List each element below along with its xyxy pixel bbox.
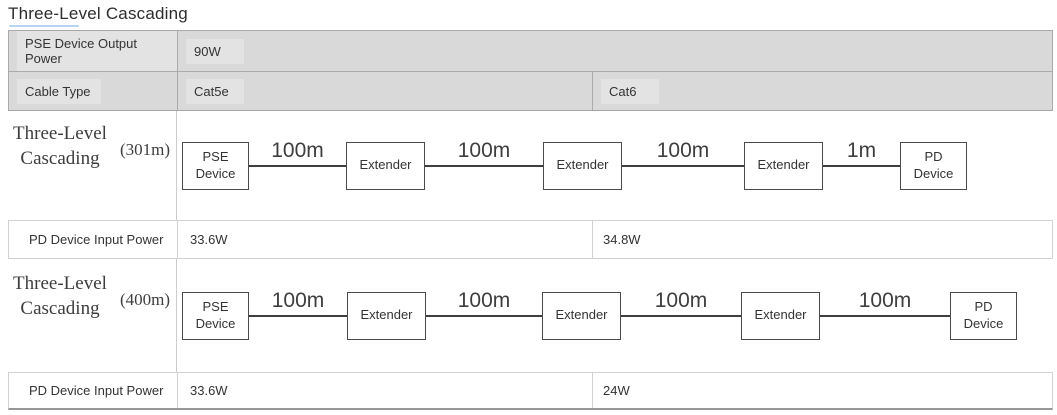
pd-input-400-cat5e-value: 33.6W [178,373,593,408]
cascade-400-label-line2: Cascading [20,297,100,319]
cascade-301-length: (301m) [120,139,171,159]
cascade-400-label: Three-Level Cascading (400m) [0,272,170,321]
cable-segment: 100m [249,138,346,190]
cable-length-label: 100m [271,288,325,312]
cascade-301-label-line1: Three-Level [13,122,107,144]
cable-type-label-cell: Cable Type [9,72,178,110]
row-cascade-400-diagram: Three-Level Cascading (400m) PSE Device … [8,259,1053,372]
cable-line [621,314,741,317]
extender-box: Extender [346,141,425,190]
extender-box: Extender [741,291,820,340]
cable-line [820,314,950,317]
cable-length-label: 100m [457,288,511,312]
cascade-301-diagram: PSE Device 100m Extender 100m Extender 1… [177,111,1053,220]
cable-segment: 100m [621,288,741,340]
pd-input-400-label: PD Device Input Power [9,373,178,408]
pd-device-box: PD Device [950,291,1017,340]
cable-type-cat5e-cell: Cat5e [178,72,593,110]
cable-length-label: 100m [654,288,708,312]
cable-segment: 100m [249,288,347,340]
pd-input-301-cat5e-value: 33.6W [178,221,593,258]
cable-line [425,164,543,167]
cable-segment: 100m [820,288,950,340]
extender-box: Extender [543,141,622,190]
pse-output-power-value: 90W [186,38,244,64]
cable-type-cat6-cell: Cat6 [593,72,1052,110]
cable-type-cat6-value: Cat6 [601,78,659,104]
pse-output-power-label: PSE Device Output Power [17,31,177,71]
pd-device-box: PD Device [900,141,967,190]
cascade-400-label-line1: Three-Level [13,272,107,294]
cable-segment: 100m [426,288,542,340]
pse-output-power-value-cell: 90W [178,31,1052,71]
row-cascade-301-diagram: Three-Level Cascading (301m) PSE Device … [8,111,1053,220]
cable-line [249,164,346,167]
cable-length-label: 100m [271,138,324,162]
cable-length-label: 100m [457,138,511,162]
cascade-301-label-line2: Cascading [20,147,100,169]
cable-length-label: 1m [846,138,877,162]
cascade-400-label-cell: Three-Level Cascading (400m) [8,259,177,372]
cascade-301-label-cell: Three-Level Cascading (301m) [8,111,177,220]
pd-input-301-label: PD Device Input Power [9,221,178,258]
cascade-301-label: Three-Level Cascading (301m) [0,122,170,171]
cable-type-cat5e-value: Cat5e [186,78,244,104]
cable-segment: 100m [622,138,744,190]
row-pd-input-400: PD Device Input Power 33.6W 24W [8,372,1053,410]
cascade-400-diagram: PSE Device 100m Extender 100m Extender 1… [177,259,1053,372]
title-accent-underline [9,25,79,27]
pse-device-box: PSE Device [182,291,249,340]
row-pd-input-301: PD Device Input Power 33.6W 34.8W [8,220,1053,259]
pse-device-box: PSE Device [182,141,249,190]
row-cable-type: Cable Type Cat5e Cat6 [8,72,1053,111]
extender-box: Extender [744,141,823,190]
pd-input-400-cat6-value: 24W [603,383,630,398]
extender-box: Extender [542,291,621,340]
cable-line [426,314,542,317]
extender-box: Extender [347,291,426,340]
cable-line [622,164,744,167]
page-title: Three-Level Cascading [8,4,188,23]
pd-input-301-cat6-value: 34.8W [603,232,641,247]
cable-line [249,314,347,317]
cascade-400-length: (400m) [120,289,171,309]
row-pse-output-power: PSE Device Output Power 90W [8,30,1053,72]
cable-length-label: 100m [858,288,912,312]
cable-type-label: Cable Type [17,78,101,104]
cable-length-label: 100m [656,138,710,162]
pse-output-power-label-cell: PSE Device Output Power [9,31,178,71]
cable-segment: 1m [823,138,900,190]
cascading-spec-table: PSE Device Output Power 90W Cable Type C… [8,30,1053,410]
cable-segment: 100m [425,138,543,190]
cable-line [823,164,900,167]
